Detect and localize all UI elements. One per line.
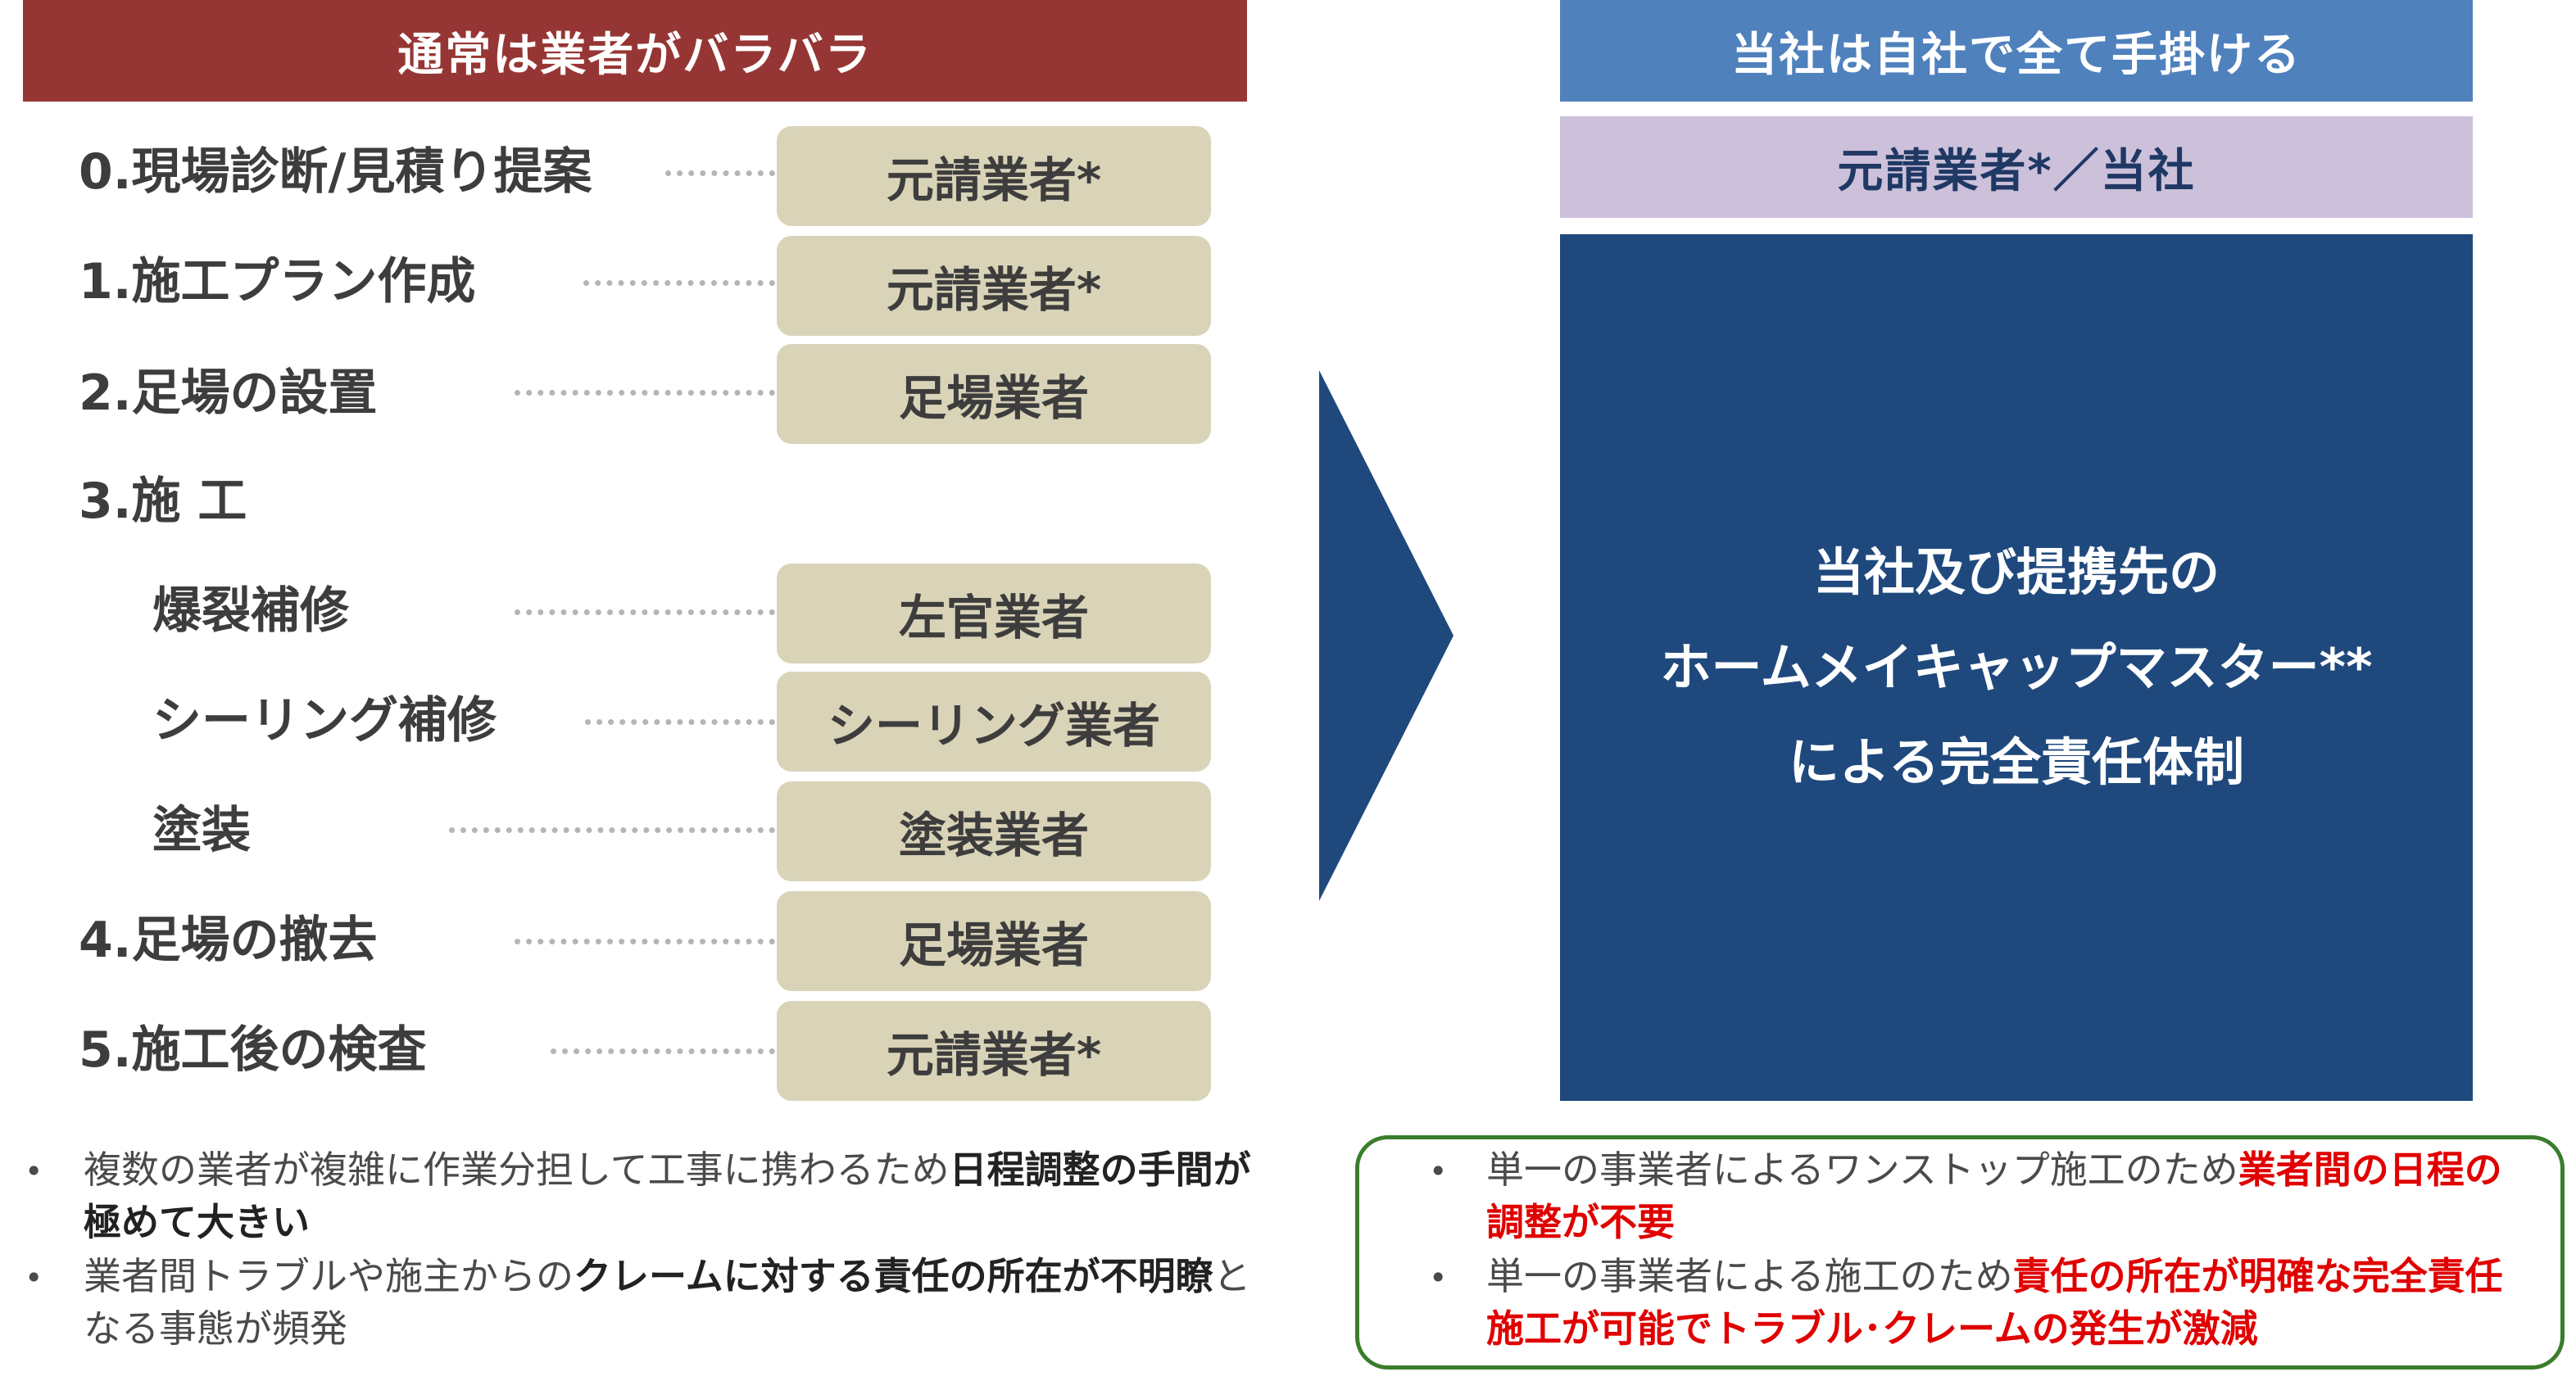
right-subheader: 元請業者*／当社 — [1560, 116, 2473, 218]
connector-dots — [585, 719, 775, 725]
note-text: 単一の事業者によるワンストップ施工のため — [1486, 1148, 2238, 1192]
note-emphasis: 責任の所在が明確な完全責任施工が可能でトラブル･クレームの発生が激減 — [1486, 1254, 2503, 1351]
connector-dots — [665, 170, 775, 176]
note-emphasis: クレームに対する責任の所在が不明瞭 — [574, 1254, 1213, 1298]
responsibility-line: ホームメイキャップマスター** — [1660, 637, 2373, 697]
responsibility-line: 当社及び提携先の — [1812, 542, 2220, 602]
connector-dots — [583, 280, 775, 286]
vendor-pill: 塗装業者 — [777, 781, 1211, 881]
connector-dots — [551, 1048, 775, 1054]
vendor-pill: 元請業者* — [777, 236, 1211, 336]
step-label: 3.施 工 — [79, 473, 247, 530]
bullet-icon: • — [1429, 1153, 1448, 1189]
vendor-pill: 元請業者* — [777, 126, 1211, 226]
substep-label: 塗装 — [152, 802, 251, 859]
substep-label: シーリング補修 — [152, 692, 497, 749]
responsibility-line: による完全責任体制 — [1788, 732, 2245, 792]
step-label: 2.足場の設置 — [79, 364, 378, 422]
vendor-pill: シーリング業者 — [777, 672, 1211, 772]
note-text: 単一の事業者による施工のため — [1486, 1254, 2013, 1298]
connector-dots — [515, 390, 775, 396]
right-note-1: 単一の事業者によるワンストップ施工のため業者間の日程の調整が不要 — [1486, 1143, 2510, 1248]
responsibility-panel: 当社及び提携先の ホームメイキャップマスター** による完全責任体制 — [1560, 234, 2473, 1101]
bullet-icon: • — [25, 1260, 43, 1296]
right-subheader-label: 元請業者*／当社 — [1837, 144, 2196, 198]
substep-label: 爆裂補修 — [152, 582, 349, 640]
step-label: 0.現場診断/見積り提案 — [79, 143, 592, 201]
vendor-pill: 足場業者 — [777, 891, 1211, 991]
note-text: 業者間トラブルや施主からの — [84, 1254, 574, 1298]
connector-dots — [515, 939, 775, 944]
right-note-2: 単一の事業者による施工のため責任の所在が明確な完全責任施工が可能でトラブル･クレ… — [1486, 1250, 2510, 1355]
step-label: 5.施工後の検査 — [79, 1021, 427, 1079]
right-header-label: 当社は自社で全て手掛ける — [1731, 28, 2302, 82]
note-emphasis: 日程調整の手間が極めて大きい — [84, 1148, 1251, 1244]
bullet-icon: • — [1429, 1260, 1448, 1296]
responsibility-text: 当社及び提携先の ホームメイキャップマスター** による完全責任体制 — [1661, 525, 2373, 810]
note-text: 複数の業者が複雑に作業分担して工事に携わるため — [84, 1148, 950, 1192]
connector-dots — [449, 827, 775, 833]
note-text: となる事態が頻発 — [84, 1254, 1251, 1351]
bullet-icon: • — [25, 1153, 43, 1189]
right-header: 当社は自社で全て手掛ける — [1560, 0, 2473, 102]
step-label: 4.足場の撤去 — [79, 912, 378, 969]
right-notes-box — [1355, 1135, 2565, 1370]
step-label: 1.施工プラン作成 — [79, 253, 476, 310]
left-header-label: 通常は業者がバラバラ — [397, 28, 873, 82]
vendor-pill: 足場業者 — [777, 344, 1211, 444]
vendor-pill: 左官業者 — [777, 564, 1211, 663]
chevron-right-icon — [1319, 370, 1454, 901]
left-header: 通常は業者がバラバラ — [23, 0, 1247, 102]
left-note-1: 複数の業者が複雑に作業分担して工事に携わるため日程調整の手間が極めて大きい — [84, 1143, 1255, 1248]
left-note-2: 業者間トラブルや施主からのクレームに対する責任の所在が不明瞭となる事態が頻発 — [84, 1250, 1255, 1355]
connector-dots — [515, 609, 775, 615]
vendor-pill: 元請業者* — [777, 1001, 1211, 1101]
note-emphasis: 業者間の日程の調整が不要 — [1486, 1148, 2502, 1244]
